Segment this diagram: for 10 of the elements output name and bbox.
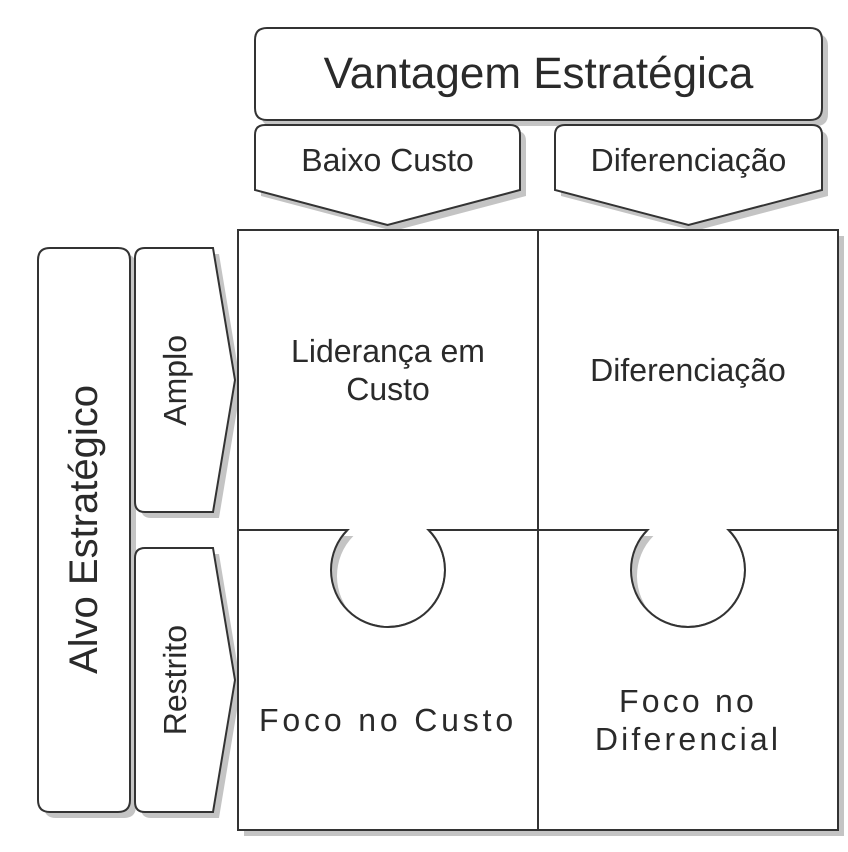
strategy-label: Alvo Estratégico (61, 385, 107, 675)
strategy-label: Diferenciação (590, 140, 786, 180)
strategy-label: Amplo (156, 334, 194, 426)
strategy-label: Restrito (156, 624, 194, 736)
strategy-label: Foco no Custo (258, 700, 518, 740)
strategy-label: Baixo Custo (301, 140, 474, 180)
strategy-label: Diferenciação (590, 350, 786, 390)
strategy-label: Liderança em Custo (290, 332, 486, 408)
strategy-label: Foco no Diferencial (594, 682, 782, 758)
strategy-label: Vantagem Estratégica (324, 48, 754, 100)
